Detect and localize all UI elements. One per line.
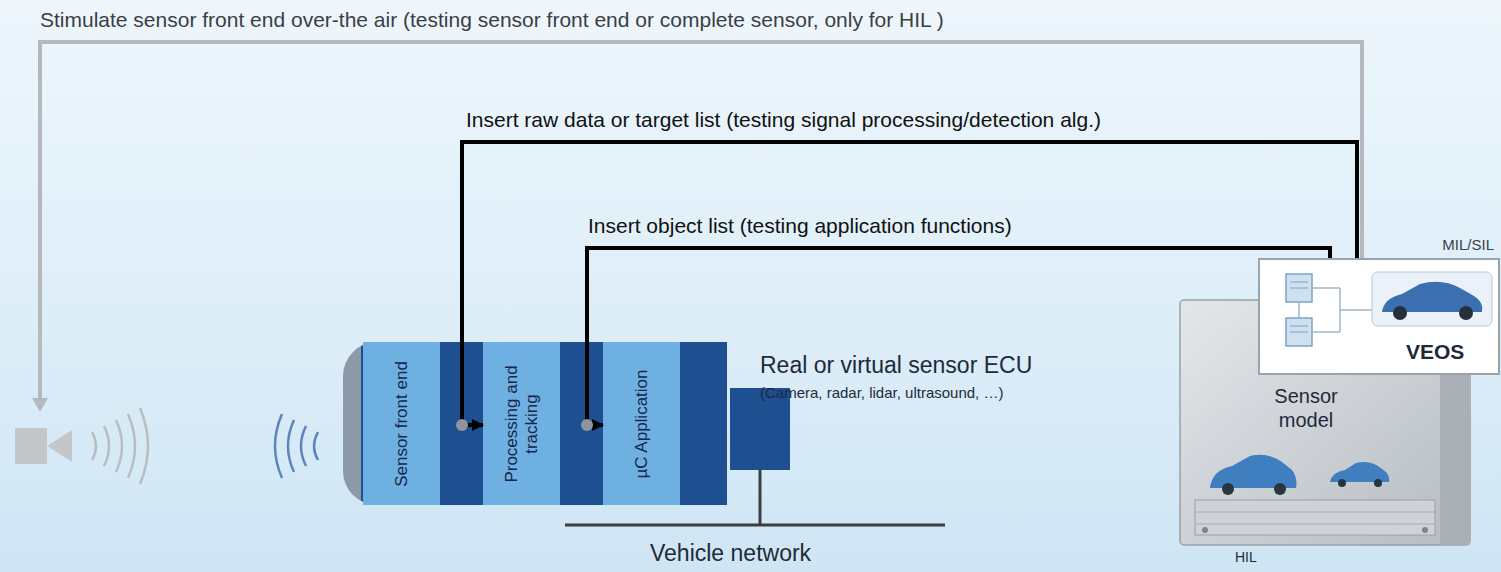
injection-arrow bbox=[587, 248, 1330, 425]
sensor-waves bbox=[275, 414, 318, 478]
block-label: µC Application bbox=[632, 349, 652, 498]
front-end-block: Sensor front end bbox=[363, 342, 440, 505]
injection-arrow bbox=[462, 142, 1357, 425]
hil-simulator: Sensor modelHIL bbox=[1180, 300, 1470, 545]
network-stub bbox=[759, 470, 762, 525]
rack-cars-picture bbox=[1210, 455, 1389, 495]
edge-label: Insert raw data or target list (testing … bbox=[466, 108, 1101, 132]
rack-label: Sensor model bbox=[1258, 384, 1354, 432]
block-label: Sensor front end bbox=[392, 349, 412, 498]
stimulation-arrowhead bbox=[32, 398, 48, 412]
product-name: VEOS bbox=[1406, 340, 1464, 364]
application-block: µC Application bbox=[603, 342, 680, 505]
sensor-ecu: Real or virtual sensor ECU(Camera, radar… bbox=[343, 342, 727, 505]
block-label: Processing and tracking bbox=[502, 349, 542, 498]
hil-label: HIL bbox=[1235, 549, 1257, 565]
network-label: Vehicle network bbox=[650, 540, 811, 567]
injection-point bbox=[456, 419, 468, 431]
stimulation-label: Stimulate sensor front end over-the air … bbox=[40, 8, 944, 32]
ecu-subtitle: (Camera, radar, lidar, ultrasound, …) bbox=[760, 384, 1003, 401]
vehicle-network-bus bbox=[565, 524, 945, 527]
simulator-waves bbox=[92, 408, 148, 484]
mode-label: MIL/SIL bbox=[1442, 236, 1494, 253]
edge-label: Insert object list (testing application … bbox=[588, 214, 1012, 238]
target-simulator-icon bbox=[15, 428, 72, 464]
ecu-title: Real or virtual sensor ECU bbox=[760, 352, 1032, 379]
processing-block: Processing and tracking bbox=[483, 342, 560, 505]
veos-panel: MIL/SILVEOS bbox=[1258, 258, 1500, 375]
injection-point bbox=[581, 419, 593, 431]
